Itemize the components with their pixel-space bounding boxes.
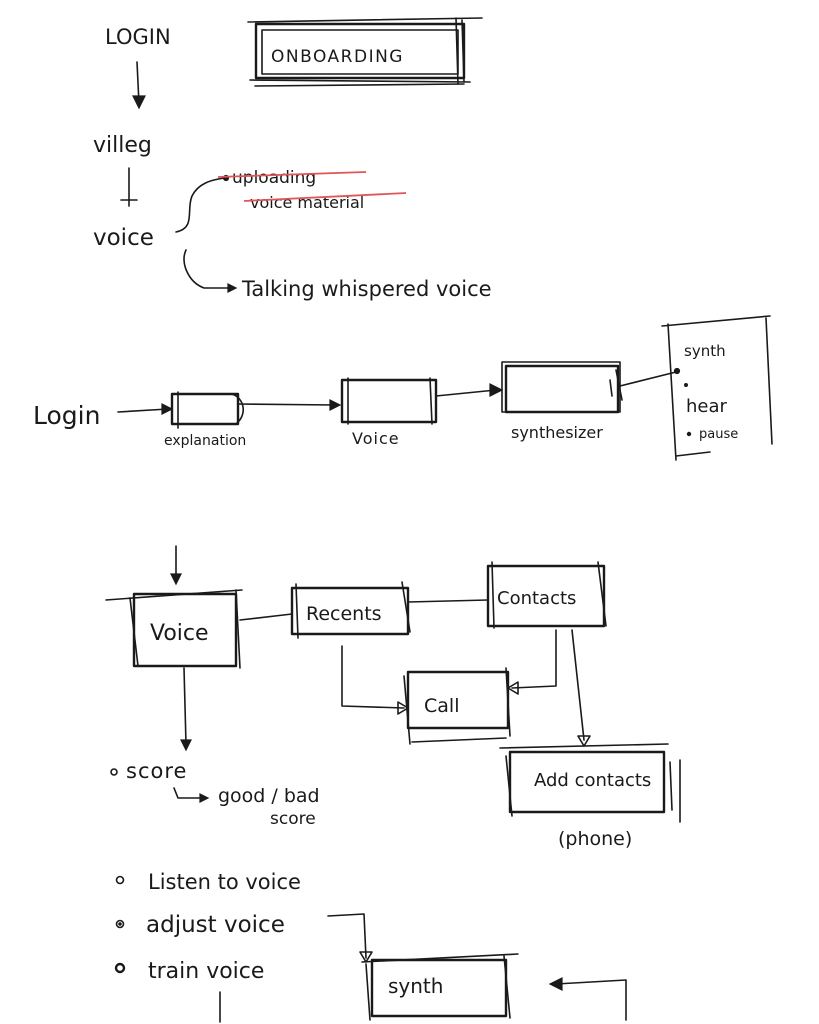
recents-box (290, 581, 411, 639)
recents-label: Recents (306, 603, 382, 625)
arrow-villeg-to-voice (120, 167, 138, 207)
arrow-login-to-villeg (132, 61, 146, 110)
score-subarrow (173, 787, 210, 803)
contacts-label: Contacts (497, 588, 576, 609)
list-bullet-2 (115, 919, 125, 929)
call-label: Call (424, 695, 459, 717)
synth-box-bottom (361, 953, 519, 1021)
line-recents-to-contacts (407, 599, 489, 603)
contacts-box (486, 561, 607, 629)
arrow-voice-to-score (180, 667, 192, 752)
line-voice-to-recents (239, 613, 293, 621)
add-contacts-label: Add contacts (534, 770, 651, 791)
list-bullet-1 (115, 875, 125, 885)
phone-label: (phone) (558, 828, 632, 850)
arrow-into-voice (170, 545, 182, 586)
list-item-listen: Listen to voice (148, 870, 301, 894)
villeg-label: villeg (93, 133, 152, 158)
arrow-recents-to-call (341, 645, 409, 715)
voice-label-2: Voice (352, 429, 400, 448)
branch-down-connector (183, 249, 238, 293)
login-label-2: Login (33, 401, 100, 430)
synth-panel-hear: hear (686, 396, 728, 417)
synth-panel-title: synth (684, 342, 726, 360)
arrow-contacts-to-call (507, 629, 557, 695)
call-box (403, 667, 511, 745)
score-label-2: score (270, 809, 316, 829)
arrow-return-to-synth (548, 977, 627, 1021)
struck-voice-material: voice material (250, 193, 364, 212)
explanation-label: explanation (164, 433, 246, 449)
synth-panel-pause: pause (699, 427, 738, 442)
voice-box-2 (340, 377, 438, 425)
voice-box-label: Voice (150, 621, 209, 646)
onboarding-label: ONBOARDING (271, 47, 404, 67)
arrow-synthesizer-to-panel (609, 367, 681, 397)
explanation-box (170, 391, 244, 429)
voice-box-3 (105, 589, 243, 669)
score-label: score (126, 759, 187, 783)
list-bullet-3 (114, 962, 126, 974)
branch-up-connector (175, 174, 230, 233)
add-contacts-box (499, 743, 681, 823)
score-bullet (110, 768, 118, 776)
arrow-login-to-explanation (117, 403, 174, 415)
list-item-train: train voice (148, 959, 264, 984)
arrow-contacts-to-add (571, 629, 591, 747)
onboarding-box: ONBOARDING (247, 17, 483, 87)
login-label: LOGIN (105, 25, 171, 49)
branch-talking-label: Talking whispered voice (241, 277, 492, 301)
synth-bottom-label: synth (388, 974, 443, 998)
arrow-voice-to-synthesizer (435, 383, 504, 397)
arrow-adjust-to-synth (327, 913, 373, 963)
arrow-explanation-to-voice (237, 399, 342, 411)
good-bad-label: good / bad (218, 785, 320, 807)
list-item-adjust: adjust voice (146, 912, 285, 938)
struck-uploading: uploading (232, 168, 316, 188)
synthesizer-box (501, 361, 623, 414)
voice-label: voice (93, 225, 154, 251)
synth-panel (661, 315, 773, 461)
synthesizer-label: synthesizer (511, 423, 603, 442)
